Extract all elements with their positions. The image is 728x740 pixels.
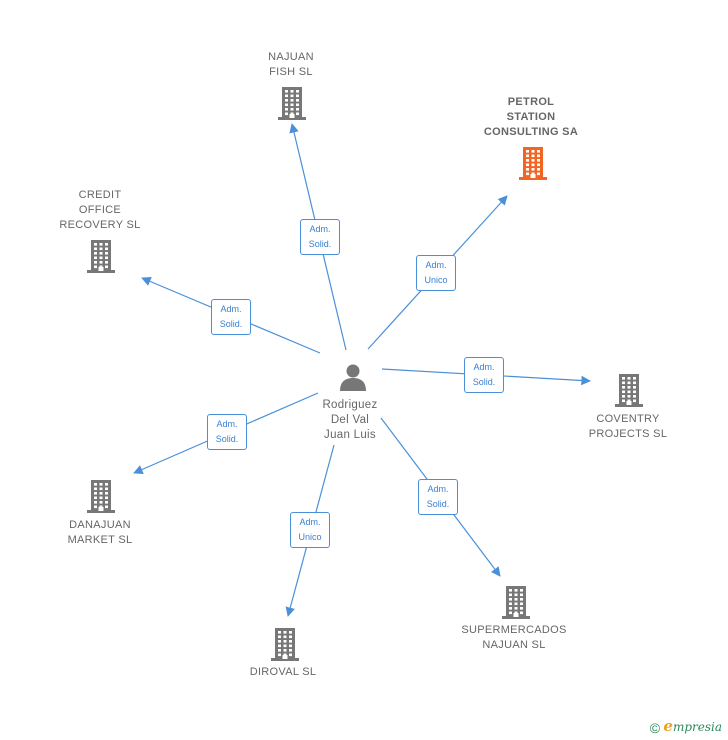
company-node-najuan-fish[interactable] bbox=[276, 85, 308, 126]
company-node-credit-office[interactable] bbox=[85, 238, 117, 279]
copyright-symbol: © bbox=[649, 720, 661, 736]
building-icon bbox=[87, 480, 115, 513]
company-name-supermercados[interactable]: SUPERMERCADOS NAJUAN SL bbox=[461, 624, 567, 651]
company-name-najuan-fish[interactable]: NAJUAN FISH SL bbox=[268, 51, 314, 78]
relation-badge-diroval: Adm. Unico bbox=[290, 512, 330, 548]
relation-badge-petrol-station: Adm. Unico bbox=[416, 255, 456, 291]
relation-badge-najuan-fish: Adm. Solid. bbox=[300, 219, 340, 255]
company-node-danajuan[interactable] bbox=[85, 478, 117, 519]
company-node-supermercados[interactable] bbox=[500, 584, 532, 625]
brand-logo: empresia bbox=[663, 717, 722, 736]
building-icon bbox=[87, 240, 115, 273]
relation-badge-credit-office: Adm. Solid. bbox=[211, 299, 251, 335]
company-name-danajuan[interactable]: DANAJUAN MARKET SL bbox=[67, 519, 133, 546]
footer-brand: © empresia bbox=[650, 717, 722, 736]
building-icon bbox=[271, 628, 299, 661]
building-icon bbox=[502, 586, 530, 619]
relation-badge-supermercados: Adm. Solid. bbox=[418, 479, 458, 515]
company-name-diroval[interactable]: DIROVAL SL bbox=[249, 666, 317, 678]
company-node-diroval[interactable] bbox=[269, 626, 301, 667]
center-person-name: Rodriguez Del Val Juan Luis bbox=[322, 399, 378, 441]
person-icon bbox=[340, 364, 366, 391]
company-name-petrol-station[interactable]: PETROL STATION CONSULTING SA bbox=[483, 96, 579, 138]
company-node-coventry[interactable] bbox=[613, 372, 645, 413]
building-icon bbox=[615, 374, 643, 407]
company-name-credit-office[interactable]: CREDIT OFFICE RECOVERY SL bbox=[59, 189, 141, 231]
building-icon bbox=[519, 147, 547, 180]
building-icon bbox=[278, 87, 306, 120]
company-name-coventry[interactable]: COVENTRY PROJECTS SL bbox=[588, 413, 668, 440]
center-person[interactable] bbox=[338, 362, 368, 397]
relation-badge-coventry: Adm. Solid. bbox=[464, 357, 504, 393]
company-node-petrol-station[interactable] bbox=[517, 145, 549, 186]
relation-badge-danajuan: Adm. Solid. bbox=[207, 414, 247, 450]
